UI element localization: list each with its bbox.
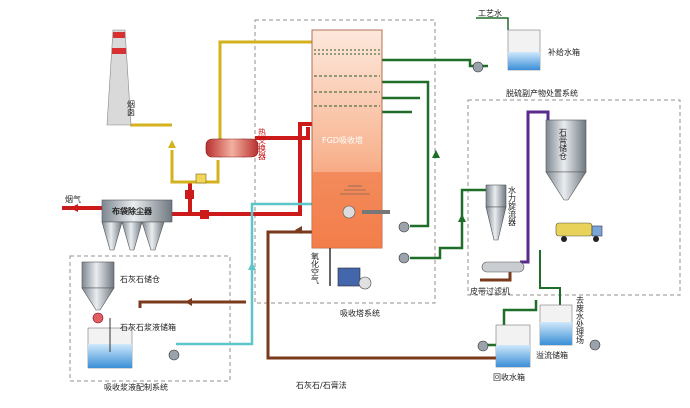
clean-gas-pipes (130, 40, 312, 184)
water-feed-pipe (476, 17, 509, 30)
process-water-label: 工艺水 (478, 8, 502, 18)
fgd-tower-label: FGD吸收塔 (322, 135, 363, 145)
oxidation-air-label: 氧化空气 (311, 251, 320, 284)
gypsum-silo-label: 石膏储仓 (559, 128, 568, 160)
hydrocyclone-label: 水力旋流器 (508, 185, 517, 227)
makeup-water-tank (507, 29, 541, 71)
gypsum-silo (545, 119, 587, 201)
absorber-system-box (254, 19, 436, 304)
oxidation-air-blower (329, 248, 372, 290)
belt-filter-label: 皮带过滤机 (470, 286, 510, 296)
wastewater-label: 去废水处理场 (576, 295, 585, 345)
gypsum-truck (555, 222, 603, 242)
byproduct-system-label: 脱硫副产物处置系统 (506, 88, 578, 98)
bag-filter-label: 布袋除尘器 (111, 206, 153, 216)
chimney-label: 烟囱 (127, 100, 136, 117)
overflow-tank (539, 304, 573, 346)
bag-filter (101, 199, 173, 251)
flow-arrows (70, 140, 466, 306)
chimney (106, 29, 132, 126)
absorber-system-label: 吸收塔系统 (340, 308, 380, 318)
belt-filter (481, 261, 525, 273)
slurry-system-label: 吸收浆液配制系统 (104, 382, 168, 392)
makeup-tank-label: 补给水箱 (548, 47, 580, 57)
slurry-tank-label: 石灰石浆液储箱 (120, 322, 176, 332)
process-name-label: 石灰石/石膏法 (296, 380, 347, 390)
pumps (168, 61, 601, 361)
heat-exchanger (195, 138, 259, 184)
byproduct-system-box (467, 99, 681, 296)
hydrocyclone (485, 184, 507, 241)
dampers (185, 190, 209, 219)
limestone-silo-label: 石灰石储仓 (120, 274, 160, 284)
heat-exchanger-label: 热交换器 (258, 127, 267, 161)
limestone-silo (81, 261, 115, 324)
recovery-tank-label: 回收水箱 (493, 372, 525, 382)
recovery-water-tank (495, 324, 531, 368)
gypsum-pipe (520, 110, 550, 264)
limestone-slurry-pipe (176, 202, 316, 346)
fgd-tower (311, 29, 390, 249)
limestone-slurry-tank (87, 318, 133, 369)
flue-gas-pipes (62, 122, 315, 216)
overflow-tank-label: 溢流储箱 (536, 350, 568, 360)
flue-gas-label: 烟气 (65, 194, 81, 204)
slurry-system-box (69, 255, 231, 382)
slurry-return-pipes (138, 230, 512, 360)
